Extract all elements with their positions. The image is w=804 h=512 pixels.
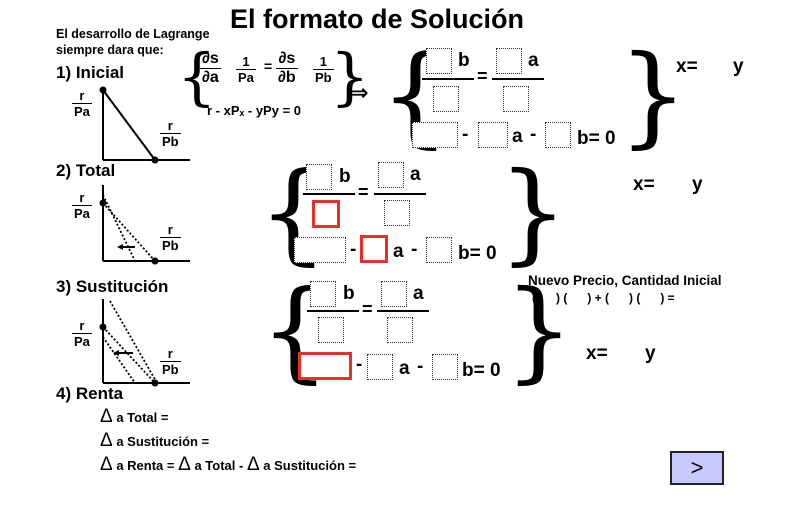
- system-inicial-b-coef-input[interactable]: [426, 48, 452, 74]
- system-sustitucion-b-coef-input[interactable]: [310, 281, 336, 307]
- system-inicial-left-fraction-bar: [422, 78, 474, 81]
- system-inicial-right-fraction-bar: [492, 78, 544, 81]
- system-total-right-brace: }: [498, 148, 568, 276]
- lagrange-equals: =: [264, 58, 273, 74]
- system-inicial-b-denom-input[interactable]: [433, 86, 459, 112]
- system-sustitucion-budget-input[interactable]: [298, 352, 352, 380]
- system-total-pa-term-input[interactable]: [360, 235, 388, 263]
- system-total-b-coef-input[interactable]: [306, 164, 332, 190]
- system-sustitucion-a-coef-input[interactable]: [381, 281, 407, 307]
- system-total-a-var: a: [410, 164, 421, 185]
- system-sustitucion-pa-input[interactable]: [367, 354, 393, 380]
- system-inicial-a-var: a: [528, 50, 539, 71]
- graph-sustitucion-lines: [99, 299, 190, 387]
- system-inicial-pb-input[interactable]: [545, 122, 571, 148]
- system-inicial-a-term: a: [512, 126, 523, 147]
- step-sustitucion-label: 3) Sustitución: [56, 277, 169, 296]
- delta-renta-total-label: a Total -: [194, 458, 244, 473]
- page-title: El formato de Solución: [230, 4, 525, 34]
- system-total-equals: =: [358, 182, 369, 202]
- system-sustitucion-equals: =: [362, 299, 373, 319]
- step-inicial-label: 1) Inicial: [56, 63, 125, 82]
- intro-line-1: El desarrollo de Lagrange: [56, 27, 210, 41]
- delta-total-label: a Total =: [116, 410, 169, 425]
- system-sustitucion-b-denom-input[interactable]: [318, 317, 344, 343]
- delta-renta-label: a Renta =: [116, 458, 175, 473]
- system-inicial-y-result: y: [733, 56, 744, 77]
- system-inicial-pa-input[interactable]: [478, 122, 508, 148]
- system-inicial-equals: =: [477, 66, 488, 86]
- step-total-label: 2) Total: [56, 161, 116, 180]
- system-inicial-budget-input[interactable]: [412, 122, 458, 148]
- lagrange-budget-constraint: r - xPₓ - yPy = 0: [207, 103, 302, 118]
- system-sustitucion-a-var: a: [413, 283, 424, 304]
- implies-arrow: ⇒: [350, 80, 369, 105]
- system-sustitucion-y-result: y: [645, 343, 656, 364]
- system-inicial-b-var: b: [458, 50, 470, 71]
- system-total-b-var: b: [339, 166, 351, 187]
- nuevo-precio-formula: ( ) ( ) + ( ) ( ) =: [532, 291, 675, 305]
- system-sustitucion-x-result: x=: [586, 343, 608, 364]
- system-inicial-minus-2: -: [530, 124, 537, 145]
- intro-text: El desarrollo de Lagrange siempre dara q…: [56, 26, 210, 58]
- system-total-budget-input[interactable]: [294, 237, 346, 263]
- delta-sustitucion-line: Δ a Sustitución =: [100, 430, 209, 452]
- system-sustitucion-left-fraction-bar: [307, 310, 359, 313]
- delta-total-line: Δ a Total =: [100, 406, 168, 428]
- lagrange-right-brace: }: [330, 40, 370, 113]
- system-sustitucion-a-term: a: [399, 358, 410, 379]
- delta-icon: Δ: [100, 406, 113, 427]
- system-inicial-minus-1: -: [462, 124, 469, 145]
- system-inicial-a-coef-input[interactable]: [496, 48, 522, 74]
- lagrange-ds-da: ∂s∂a: [200, 50, 221, 86]
- graph-total-lines: [99, 185, 190, 265]
- lagrange-ds-db: ∂s∂b: [276, 50, 298, 86]
- system-inicial-b-equals-zero: b= 0: [577, 128, 616, 149]
- delta-sustitucion-label: a Sustitución =: [116, 434, 210, 449]
- system-total-a-term: a: [393, 241, 404, 262]
- delta-renta-sust-label: a Sustitución =: [263, 458, 357, 473]
- system-total-b-equals-zero: b= 0: [458, 243, 497, 264]
- intro-line-2: siempre dara que:: [56, 43, 164, 57]
- delta-icon: Δ: [100, 454, 113, 475]
- system-total-x-result: x=: [633, 174, 655, 195]
- system-sustitucion-b-var: b: [343, 283, 355, 304]
- system-sustitucion-pb-input[interactable]: [432, 354, 458, 380]
- system-total-minus-2: -: [411, 239, 418, 260]
- system-inicial-x-result: x=: [676, 56, 698, 77]
- system-sustitucion-minus-1: -: [356, 354, 363, 375]
- system-total-a-coef-input[interactable]: [378, 162, 404, 188]
- system-total-y-result: y: [692, 174, 703, 195]
- step-renta-label: 4) Renta: [56, 384, 124, 403]
- delta-renta-line: Δ a Renta = Δ a Total - Δ a Sustitución …: [100, 454, 356, 476]
- system-sustitucion-minus-2: -: [417, 356, 424, 377]
- system-sustitucion-right-fraction-bar: [377, 310, 429, 313]
- system-total-minus-1: -: [350, 239, 357, 260]
- delta-icon: Δ: [100, 430, 113, 451]
- system-inicial-a-denom-input[interactable]: [503, 86, 529, 112]
- system-total-a-denom-input[interactable]: [384, 200, 410, 226]
- system-total-left-fraction-bar: [303, 193, 355, 196]
- system-total-pb-input[interactable]: [426, 237, 452, 263]
- graph-inicial-lines: [99, 86, 190, 164]
- next-button[interactable]: >: [670, 451, 724, 485]
- system-total-right-fraction-bar: [374, 193, 426, 196]
- nuevo-precio-heading: Nuevo Precio, Cantidad Inicial: [528, 273, 722, 288]
- system-total-pa-new-input[interactable]: [312, 200, 340, 228]
- system-sustitucion-right-brace: }: [504, 266, 574, 394]
- system-sustitucion-b-equals-zero: b= 0: [462, 360, 501, 381]
- delta-icon: Δ: [246, 454, 260, 475]
- lagrange-left-brace: {: [177, 40, 217, 113]
- system-sustitucion-a-denom-input[interactable]: [387, 317, 413, 343]
- system-inicial-right-brace: }: [618, 31, 688, 159]
- delta-icon: Δ: [178, 454, 191, 475]
